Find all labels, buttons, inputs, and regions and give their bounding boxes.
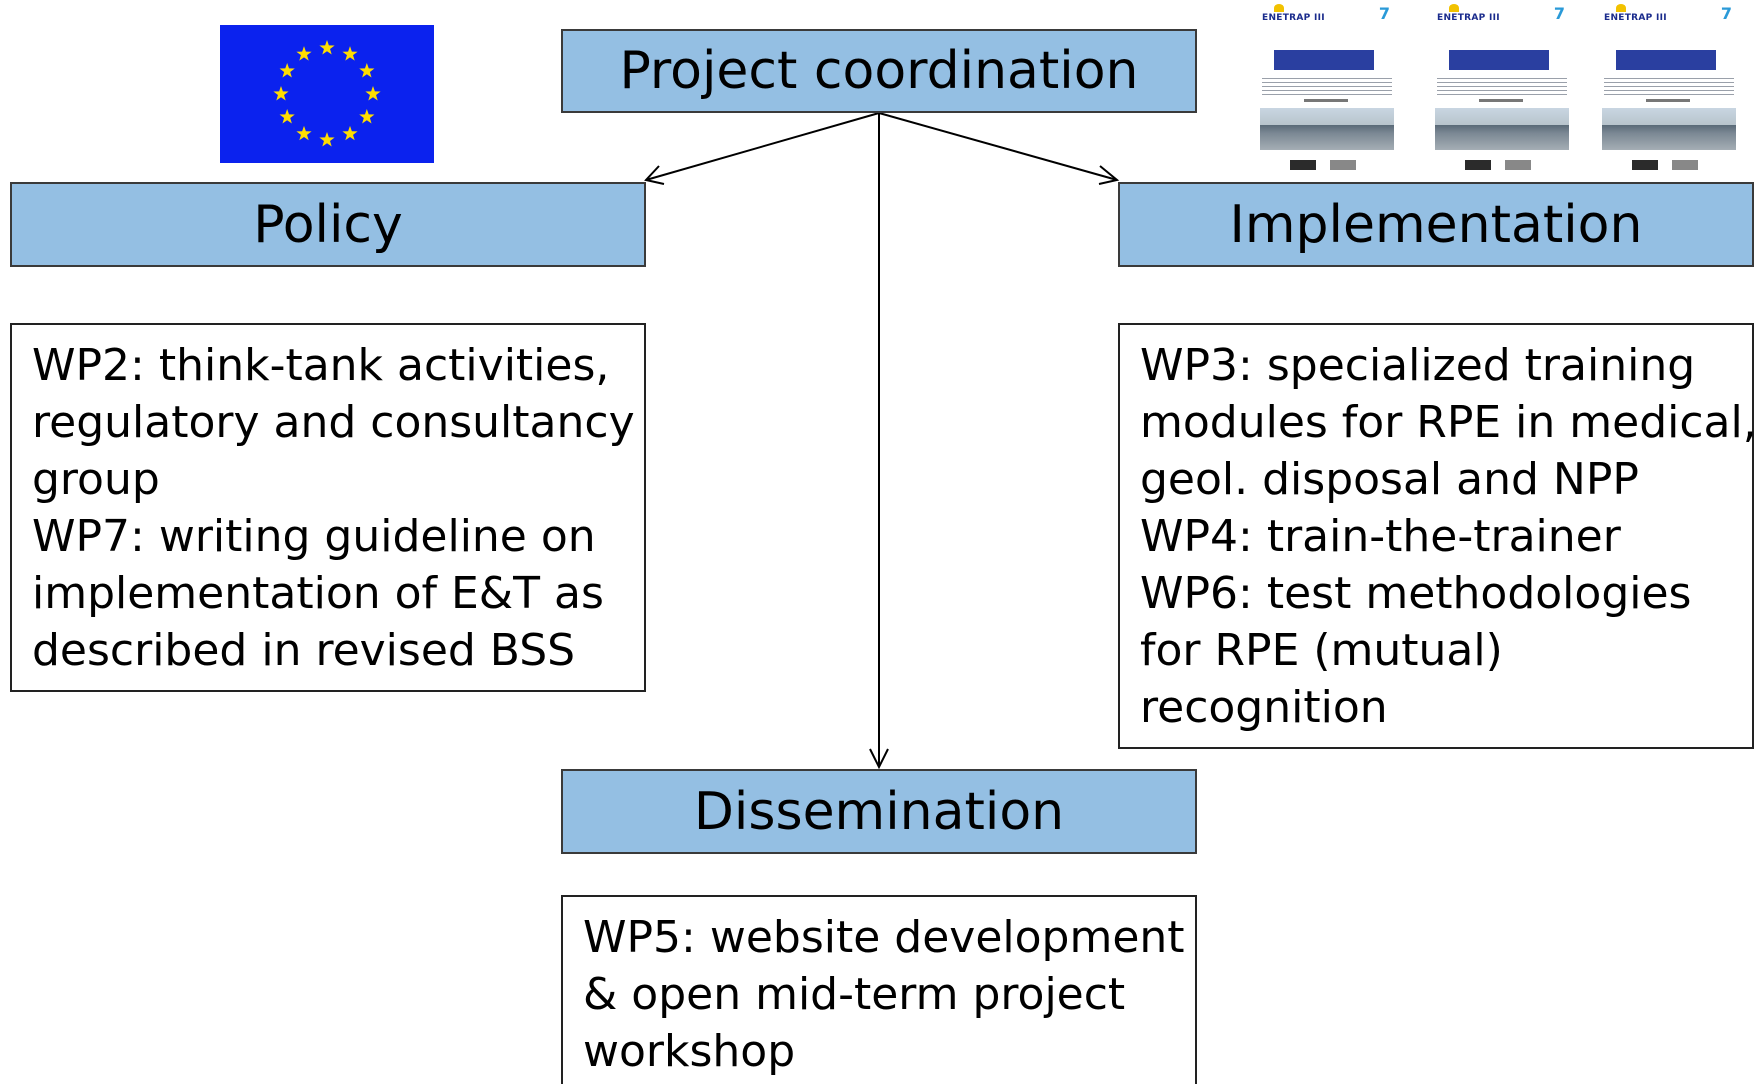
dissemination-line: WP5: website development [583,912,1185,963]
fp7-logo-icon: 7 [1553,4,1565,23]
poster-date [1479,99,1523,102]
eu-star-icon [319,40,335,55]
arrow-to-policy [645,112,880,181]
policy-line: implementation of E&T as [32,568,604,619]
bme-logo-icon [1465,160,1491,170]
policy-line: group [32,454,160,505]
eu-star-icon [319,132,335,147]
arrowhead-dissemination [869,748,889,770]
sun-logo-icon [1274,4,1284,12]
university-logo-icon [1672,160,1698,170]
poster-photo [1435,108,1569,150]
project-coordination-label: Project coordination [619,41,1139,101]
eu-star-icon [279,63,295,78]
poster-banner [1449,50,1549,70]
kit-logo-icon [1632,160,1658,170]
implementation-line: recognition [1140,682,1388,733]
fp7-logo-icon: 7 [1720,4,1732,23]
dissemination-line: workshop [583,1026,796,1077]
implementation-line: modules for RPE in medical, [1140,397,1757,448]
eu-flag-logo [220,25,434,163]
eu-star-icon [273,86,289,101]
poster-photo [1602,108,1736,150]
implementation-label: Implementation [1229,194,1643,255]
poster-text-block [1437,78,1567,96]
eu-star-icon [279,109,295,124]
course-posters: ENETRAP III 7 ENETRAP III 7 ENETRAP III … [1252,0,1752,183]
poster-title: ENETRAP III [1262,13,1325,23]
eu-star-icon [296,46,312,61]
arrow-to-implementation [878,112,1118,181]
poster-text-block [1604,78,1734,96]
poster-photo [1260,108,1394,150]
implementation-line: for RPE (mutual) [1140,625,1503,676]
poster-date [1304,99,1348,102]
sun-logo-icon [1449,4,1459,12]
eu-star-icon [342,46,358,61]
partner-logo-icon [1505,160,1531,170]
policy-label: Policy [253,194,403,255]
fp7-logo-icon: 7 [1378,4,1390,23]
poster-title: ENETRAP III [1437,13,1500,23]
eu-stars-icon [273,40,381,147]
implementation-box: Implementation [1118,182,1754,267]
sun-logo-icon [1616,4,1626,12]
kit-logo-icon [1290,160,1316,170]
project-coordination-box: Project coordination [561,29,1197,113]
eu-star-icon [365,86,381,101]
policy-description-box: WP2: think-tank activities, regulatory a… [10,323,646,692]
poster-thumbnail: ENETRAP III 7 [1252,0,1402,183]
poster-thumbnail: ENETRAP III 7 [1594,0,1744,183]
eu-star-icon [359,63,375,78]
eu-star-icon [359,109,375,124]
dissemination-description-box: WP5: website development & open mid-term… [561,895,1197,1084]
poster-banner [1616,50,1716,70]
policy-line: described in revised BSS [32,625,576,676]
policy-line: regulatory and consultancy [32,397,635,448]
implementation-line: WP3: specialized training [1140,340,1696,391]
eu-star-icon [296,125,312,141]
dissemination-label: Dissemination [693,781,1065,842]
policy-line: WP2: think-tank activities, [32,340,610,391]
poster-text-block [1262,78,1392,96]
arrowhead-implementation [1098,165,1120,185]
policy-box: Policy [10,182,646,267]
implementation-line: WP6: test methodologies [1140,568,1692,619]
partner-logo-icon [1330,160,1356,170]
implementation-line: WP4: train-the-trainer [1140,511,1621,562]
implementation-line: geol. disposal and NPP [1140,454,1639,505]
poster-title: ENETRAP III [1604,13,1667,23]
arrowhead-policy [644,165,665,185]
poster-banner [1274,50,1374,70]
implementation-description-box: WP3: specialized training modules for RP… [1118,323,1757,749]
dissemination-line: & open mid-term project [583,969,1126,1020]
poster-thumbnail: ENETRAP III 7 [1427,0,1577,183]
poster-date [1646,99,1690,102]
dissemination-box: Dissemination [561,769,1197,854]
policy-line: WP7: writing guideline on [32,511,596,562]
eu-star-icon [342,125,358,141]
